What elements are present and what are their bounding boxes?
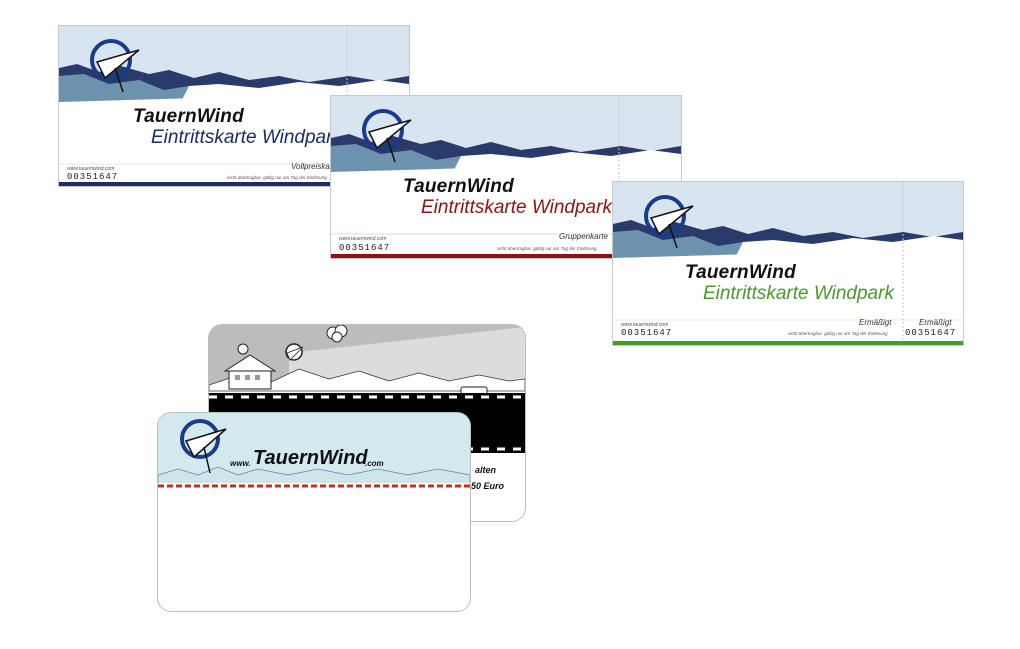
small-logo-icon: [285, 343, 304, 361]
ticket-landscape: [331, 96, 681, 258]
card-front: www. TauernWind .com: [157, 412, 471, 612]
card-brand: TauernWind: [253, 447, 368, 469]
ticket-number: 00351647: [621, 328, 673, 338]
ticket-url: www.tauernwind.com: [621, 322, 669, 328]
ticket-note: nicht übertragbar, gültig nur am Tag der…: [227, 175, 327, 180]
ticket-landscape: [613, 182, 963, 345]
windpark-logo-icon: [644, 195, 694, 249]
balloon-icon: [237, 343, 249, 355]
ticket-note: nicht übertragbar, gültig nur am Tag der…: [497, 246, 597, 251]
card-back-text-2: 50 Euro: [471, 481, 505, 491]
windpark-logo-icon: [90, 39, 140, 93]
ticket-brand: TauernWind: [403, 176, 514, 197]
house-icon: [223, 354, 277, 390]
ticket-stub-number: 00351647: [905, 328, 957, 338]
ticket-subtitle: Eintrittskarte Windpark: [421, 197, 612, 218]
ticket-category: Vollpreiskarte: [291, 162, 340, 171]
ticket-ermaessigt: TauernWind Eintrittskarte Windpark www.t…: [612, 181, 964, 346]
ticket-subtitle: Eintrittskarte Windpark: [703, 283, 894, 304]
ticket-category: Gruppenkarte: [559, 232, 608, 241]
card-url-prefix: www.: [230, 459, 251, 468]
windpark-logo-icon: [362, 109, 412, 163]
ticket-number: 00351647: [339, 243, 391, 253]
card-front-scene: [158, 413, 470, 489]
cloud-icon: [326, 325, 348, 343]
car-icon: [460, 386, 488, 395]
ticket-brand: TauernWind: [685, 262, 796, 283]
ticket-subtitle: Eintrittskarte Windpark: [151, 127, 342, 148]
card-back-text-1: alten: [475, 465, 497, 475]
ticket-category: Ermäßigt: [859, 318, 892, 327]
windpark-logo-icon: [180, 419, 227, 474]
card-url-tld: .com: [365, 459, 384, 468]
ticket-number: 00351647: [67, 172, 119, 182]
ticket-url: www.tauernwind.com: [339, 236, 387, 242]
ticket-url: www.tauernwind.com: [67, 166, 115, 172]
ticket-stub-category: Ermäßigt: [919, 318, 952, 327]
ticket-note: nicht übertragbar, gültig nur am Tag der…: [788, 331, 888, 336]
ticket-brand: TauernWind: [133, 106, 244, 127]
